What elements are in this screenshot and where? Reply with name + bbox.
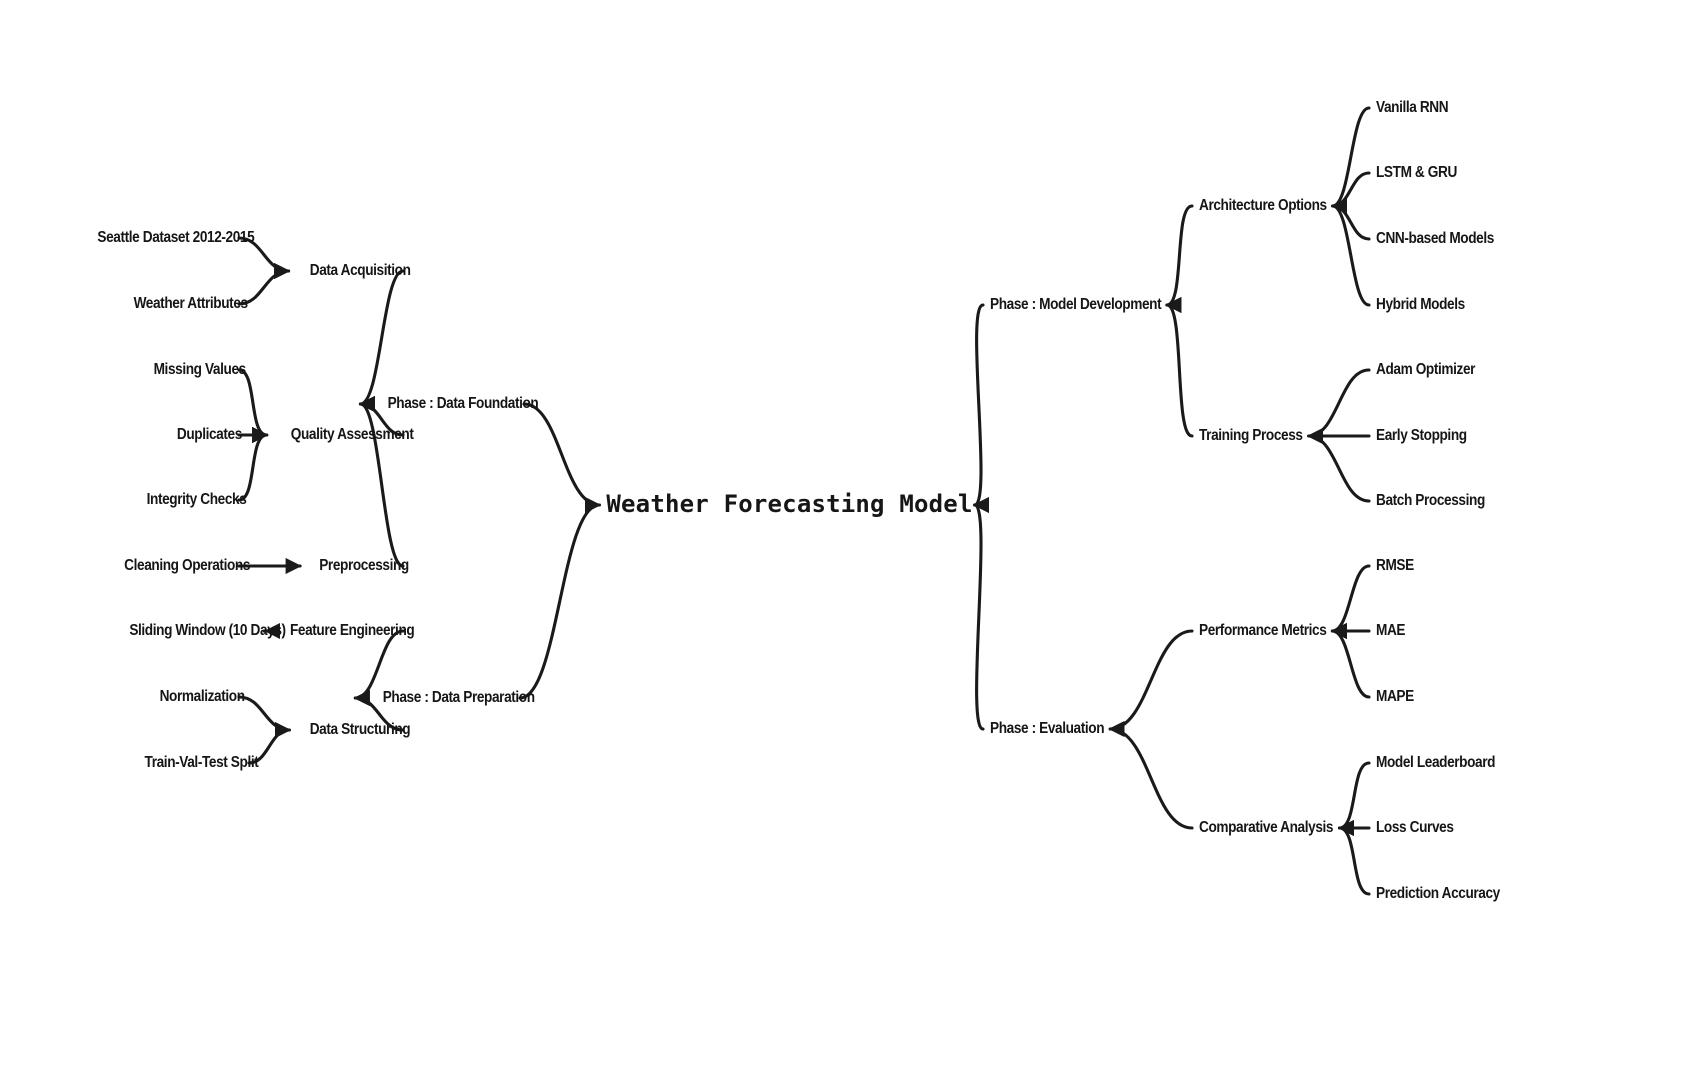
mindmap-node-training-process[interactable]: Training Process: [1199, 427, 1303, 444]
mindmap-node-quality-assessment[interactable]: Quality Assessment: [290, 426, 414, 443]
mindmap-node-vanilla-rnn[interactable]: Vanilla RNN: [1376, 99, 1449, 116]
mindmap-edge: [353, 689, 405, 732]
mindmap-edge: [237, 695, 291, 739]
mindmap-node-model-leaderboard[interactable]: Model Leaderboard: [1376, 754, 1496, 771]
mindmap-edge: [973, 303, 990, 513]
mindmap-edge: [1337, 819, 1371, 896]
mindmap-node-preprocessing[interactable]: Preprocessing: [319, 557, 409, 574]
mindmap-node-train-val-test-split[interactable]: Train-Val-Test Split: [144, 754, 259, 771]
mindmap-node-adam-optimizer[interactable]: Adam Optimizer: [1376, 361, 1476, 378]
mindmap-node-integrity-checks[interactable]: Integrity Checks: [146, 491, 247, 508]
mindmap-node-performance-metrics[interactable]: Performance Metrics: [1199, 622, 1327, 639]
mindmap-node-phase-evaluation[interactable]: Phase : Evaluation: [990, 720, 1105, 737]
mindmap-edge: [1165, 204, 1194, 313]
mindmap-edge: [1108, 629, 1194, 738]
mindmap-edge: [353, 629, 405, 707]
mindmap-edge: [1307, 368, 1371, 445]
mindmap-edge: [247, 721, 291, 765]
mindmap-edge: [358, 396, 405, 568]
mindmap-node-batch-processing[interactable]: Batch Processing: [1376, 492, 1485, 509]
mindmap-edge: [358, 269, 405, 412]
mindmap-edge: [1331, 198, 1371, 307]
mindmap-node-duplicates[interactable]: Duplicates: [176, 426, 242, 443]
mindmap-node-phase-data-foundation[interactable]: Phase : Data Foundation: [388, 395, 539, 412]
mindmap-node-phase-data-preparation[interactable]: Phase : Data Preparation: [383, 689, 536, 706]
mindmap-node-seattle-dataset-2012-2015[interactable]: Seattle Dataset 2012-2015: [97, 229, 255, 246]
mindmap-node-sliding-window-10-days[interactable]: Sliding Window (10 Days): [129, 622, 286, 639]
mindmap-root-label[interactable]: Weather Forecasting Model: [606, 490, 973, 518]
mindmap-edge: [973, 497, 990, 731]
mindmap-edge: [1108, 720, 1194, 830]
mindmap-node-data-structuring[interactable]: Data Structuring: [310, 721, 411, 738]
mindmap-node-normalization[interactable]: Normalization: [159, 688, 245, 705]
mindmap-edge: [522, 402, 601, 514]
mindmap-node-missing-values[interactable]: Missing Values: [153, 361, 246, 378]
mindmap-edge: [237, 368, 269, 444]
mindmap-edge: [1337, 761, 1371, 837]
mindmap-node-feature-engineering[interactable]: Feature Engineering: [289, 622, 415, 639]
mindmap-node-cleaning-operations[interactable]: Cleaning Operations: [124, 557, 251, 574]
mindmap-node-data-acquisition[interactable]: Data Acquisition: [309, 262, 411, 279]
mindmap-node-loss-curves[interactable]: Loss Curves: [1376, 819, 1454, 836]
mindmap-node-cnn-based-models[interactable]: CNN-based Models: [1376, 230, 1494, 247]
mindmap-edge: [237, 262, 291, 306]
mindmap-edge: [518, 497, 601, 700]
mindmap-node-prediction-accuracy[interactable]: Prediction Accuracy: [1376, 885, 1500, 902]
mindmap-edge: [237, 426, 269, 502]
mindmap-node-lstm-gru[interactable]: LSTM & GRU: [1376, 164, 1457, 181]
mindmap-edge: [1330, 622, 1371, 699]
mindmap-edge: [1330, 564, 1371, 640]
mindmap-node-rmse[interactable]: RMSE: [1376, 557, 1414, 574]
mindmap-edge: [1165, 297, 1194, 438]
mindmap-node-mape[interactable]: MAPE: [1376, 688, 1414, 705]
mindmap-node-comparative-analysis[interactable]: Comparative Analysis: [1199, 819, 1334, 836]
mindmap-node-architecture-options[interactable]: Architecture Options: [1199, 197, 1327, 214]
mindmap-node-phase-model-development[interactable]: Phase : Model Development: [990, 296, 1162, 313]
mindmap-node-hybrid-models[interactable]: Hybrid Models: [1376, 296, 1465, 313]
mindmap-node-mae[interactable]: MAE: [1376, 622, 1406, 639]
mindmap-edge: [1307, 427, 1371, 503]
mindmap-node-weather-attributes[interactable]: Weather Attributes: [133, 295, 249, 312]
mindmap-node-early-stopping[interactable]: Early Stopping: [1376, 427, 1467, 444]
